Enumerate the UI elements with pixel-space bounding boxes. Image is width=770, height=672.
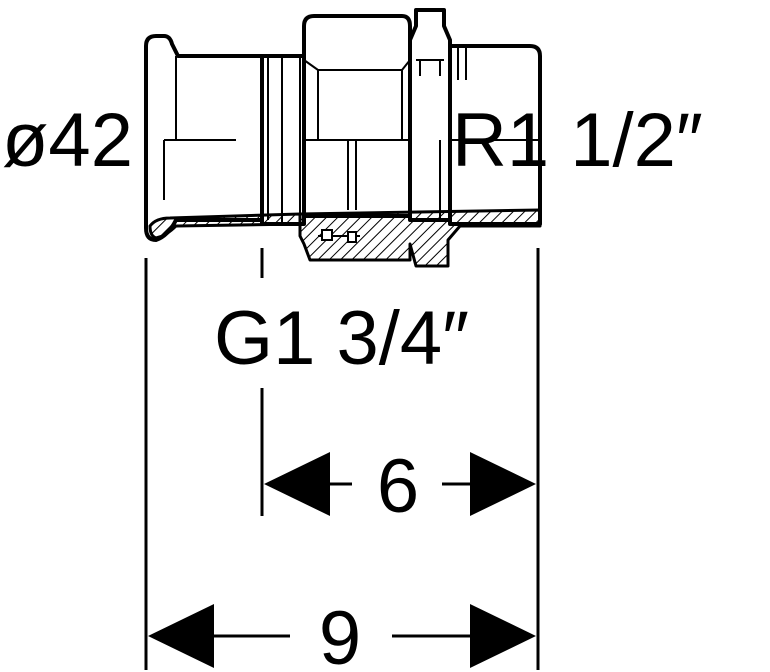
dim-arrow-left (264, 452, 330, 516)
section-hatching (298, 208, 542, 268)
dim-arrow-left (148, 604, 214, 668)
hex-nut (302, 14, 412, 218)
dimension-inner-value: 6 (377, 444, 419, 529)
extension-lines (144, 248, 540, 670)
dim-arrow-right (470, 604, 536, 668)
hex-collar (408, 8, 452, 222)
dimension-overall (148, 604, 536, 668)
press-socket (144, 34, 302, 242)
pipe-diameter-label: ø42 (2, 98, 133, 183)
dimension-overall-value: 9 (319, 596, 361, 672)
union-thread-label: G1 3/4″ (214, 296, 469, 381)
dimension-inner (264, 452, 536, 516)
thread-end (439, 44, 542, 226)
male-thread-label: R1 1/2″ (452, 98, 703, 183)
dim-arrow-right (470, 452, 536, 516)
